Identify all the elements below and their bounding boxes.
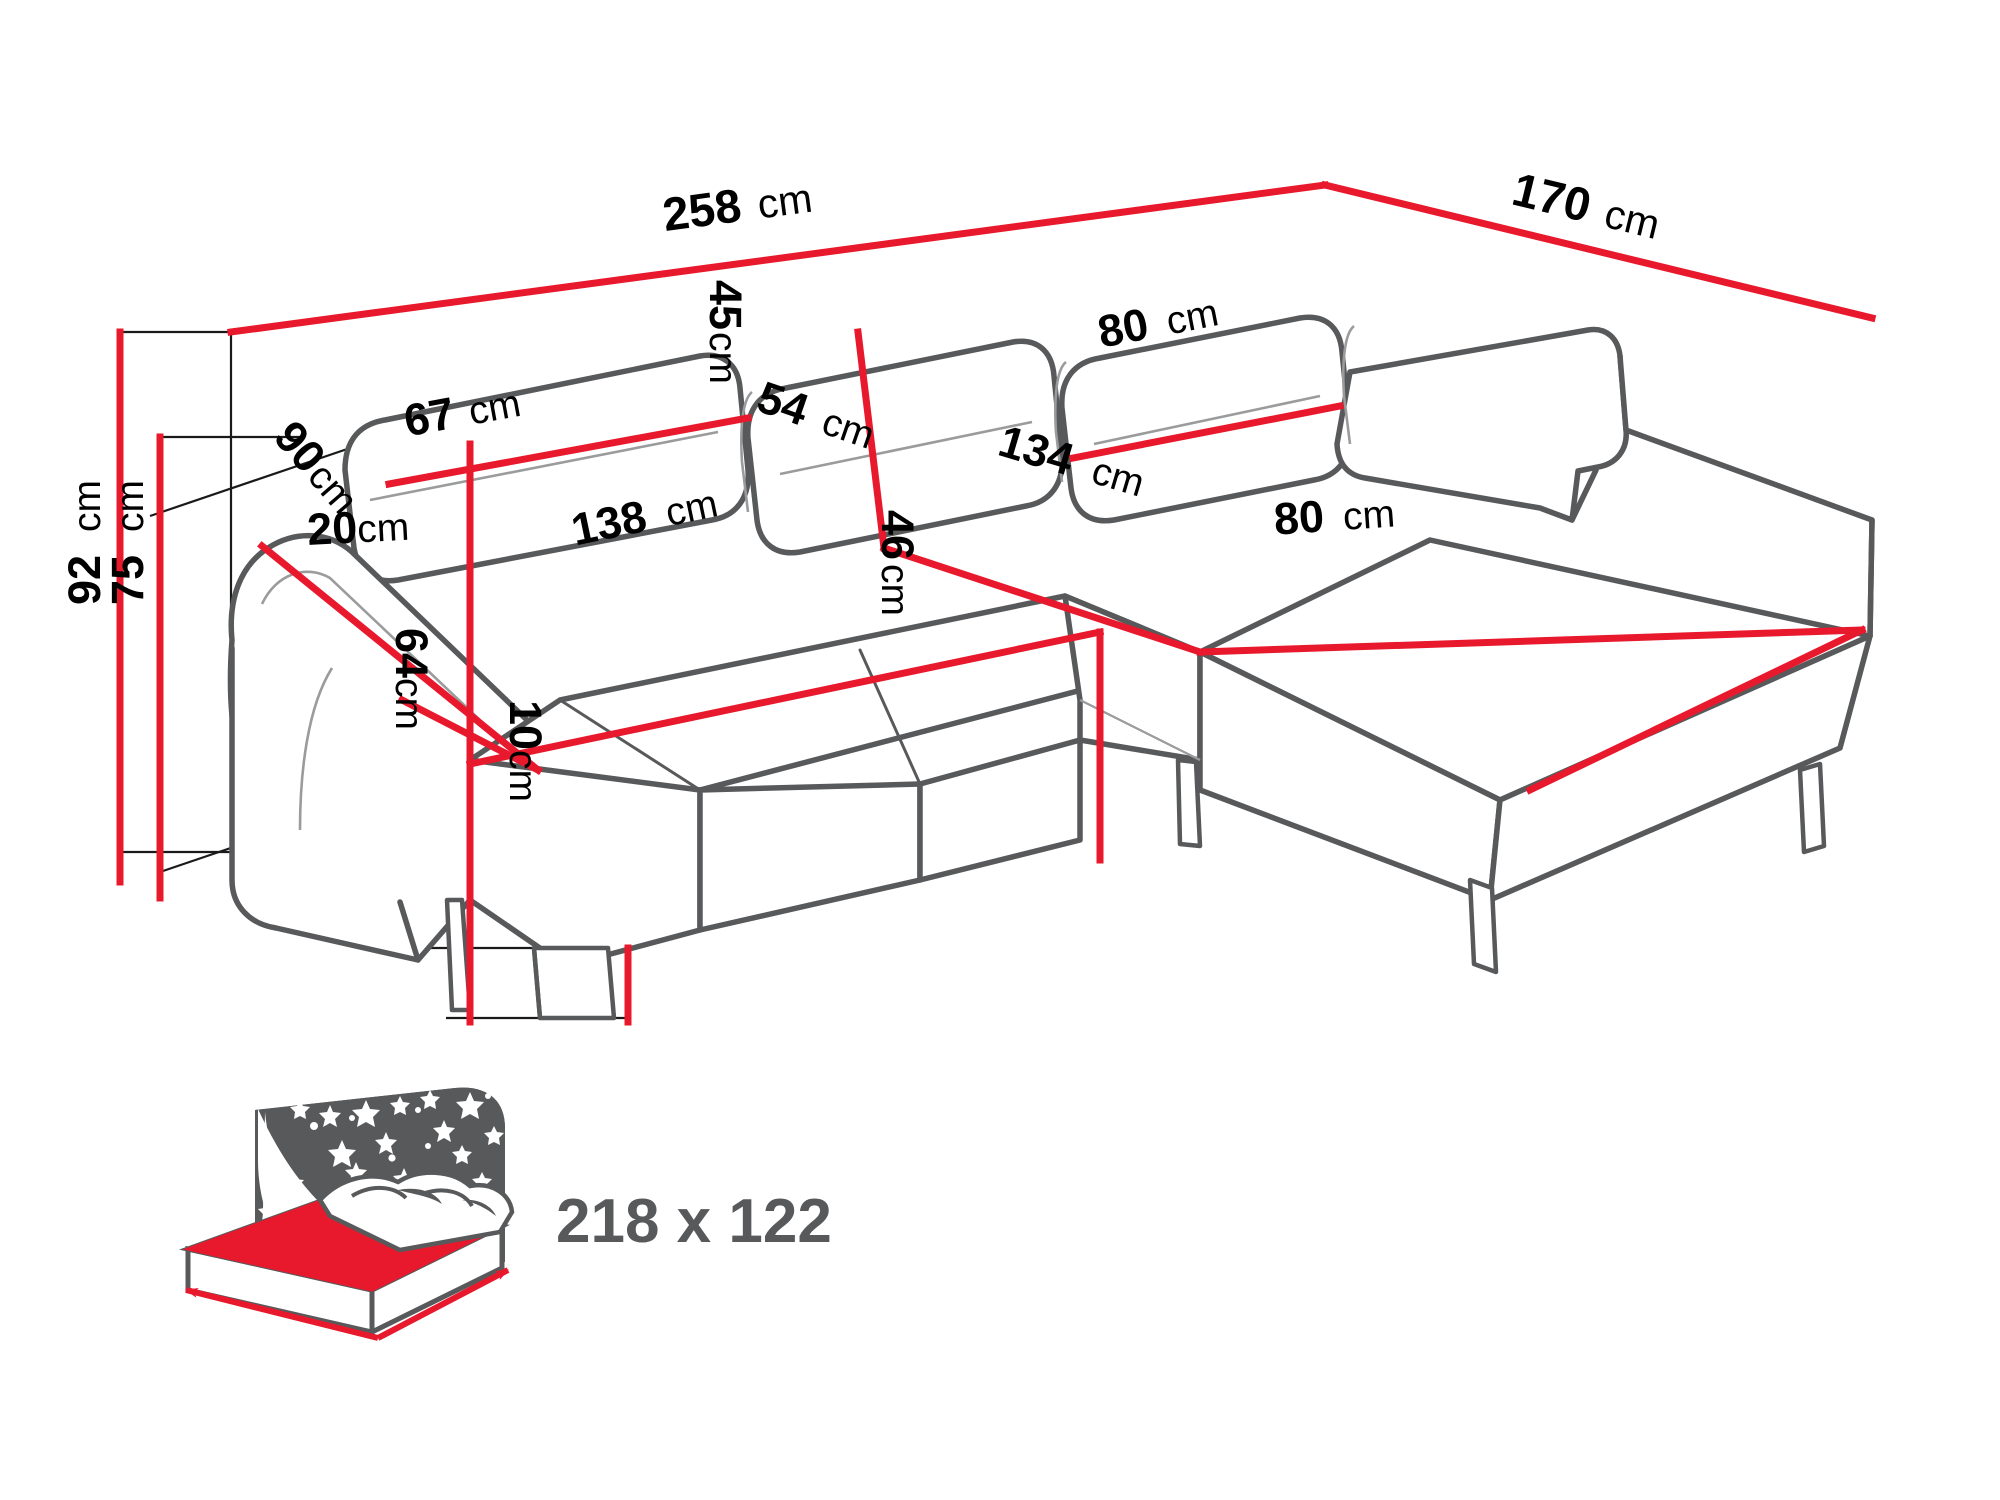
label-80-back: 80 cm [1094, 291, 1222, 358]
label-170-value: 170 [1508, 162, 1597, 232]
label-138-unit: cm [662, 482, 722, 535]
label-67-value: 67 [400, 387, 458, 446]
dimension-lines [116, 180, 1877, 1026]
label-46-value: 46 [872, 510, 923, 560]
label-258-value: 258 [659, 178, 744, 241]
dimline-258 [227, 181, 1329, 336]
bed-arrow-width [376, 1267, 510, 1341]
label-80-back-unit: cm [1163, 291, 1222, 343]
label-10-value: 10 [500, 700, 551, 750]
dimline-80-back [1068, 401, 1345, 463]
label-64-value: 64 [386, 628, 437, 678]
label-258-unit: cm [755, 175, 815, 228]
dimline-90 [257, 541, 543, 775]
leg-left-rear-plate [531, 945, 617, 1021]
label-46-unit: cm [873, 564, 916, 616]
label-45: 45 cm [700, 280, 751, 384]
label-170-unit: cm [1600, 190, 1664, 248]
label-92: 92 cm [59, 480, 110, 605]
dimline-138 [465, 627, 1105, 769]
label-46: 46 cm [872, 510, 923, 616]
label-258: 258 cm [659, 175, 815, 241]
dimline-54 [879, 543, 1205, 657]
label-45-unit: cm [701, 332, 744, 384]
label-75-unit: cm [109, 480, 152, 532]
label-67: 67 cm [400, 382, 524, 446]
label-80-chaise-value: 80 [1272, 490, 1325, 544]
label-64: 64 cm [386, 628, 437, 730]
label-75-value: 75 [102, 555, 153, 605]
dimline-45 [854, 328, 888, 552]
label-80-chaise-unit: cm [1342, 492, 1397, 539]
label-80-chaise: 80 cm [1272, 490, 1397, 544]
bed-arrow-length [185, 1287, 379, 1341]
label-75: 75 cm [102, 480, 153, 605]
label-20-value: 20 [306, 501, 359, 555]
label-92-value: 92 [59, 555, 110, 605]
label-10: 10 cm [500, 700, 551, 802]
leg-mid [1175, 757, 1203, 849]
label-10-unit: cm [501, 750, 544, 802]
label-64-unit: cm [387, 678, 430, 730]
dimline-134 [1196, 626, 1866, 656]
dimline-80-chaise [1525, 625, 1867, 795]
label-92-unit: cm [66, 480, 109, 532]
dimline-67 [384, 413, 753, 489]
sleeping-area-icon: 218 x 122 [179, 1087, 832, 1341]
label-67-unit: cm [465, 382, 524, 434]
label-20-unit: cm [356, 506, 410, 552]
dimline-170 [1320, 180, 1877, 323]
label-45-value: 45 [700, 280, 751, 330]
label-20: 20 cm [306, 501, 410, 555]
sleeping-area-label: 218 x 122 [556, 1187, 832, 1256]
sofa-legs [444, 757, 1827, 1021]
leg-chaise-right [1797, 761, 1827, 855]
mattress [179, 1170, 515, 1337]
label-80-back-value: 80 [1094, 298, 1153, 358]
leg-chaise-front [1467, 877, 1499, 975]
bed-dimension-arrows [185, 1267, 510, 1341]
